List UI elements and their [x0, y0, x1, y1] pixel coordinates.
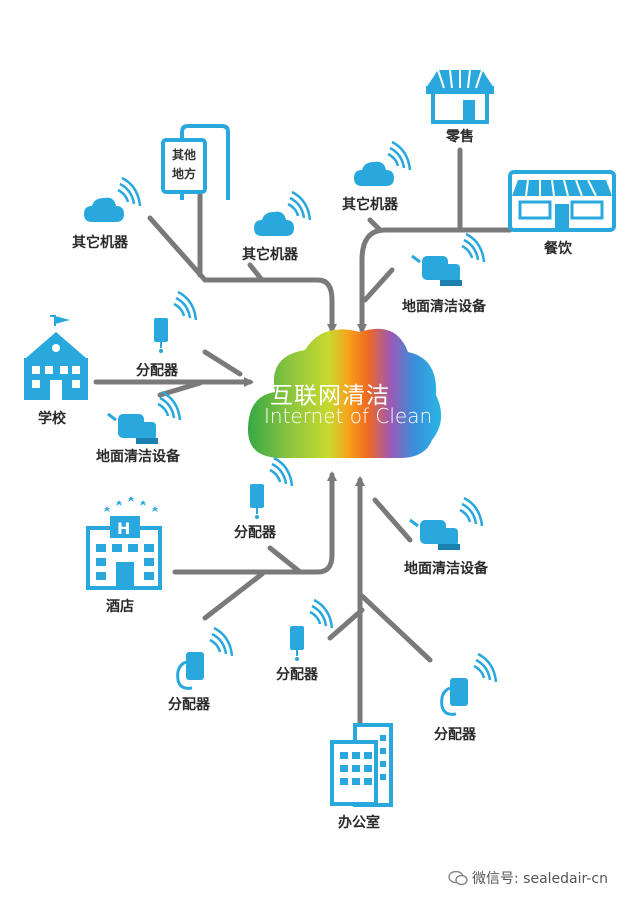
watermark: 微信号: sealedair-cn [448, 868, 608, 888]
hose-dispenser-icon [176, 626, 234, 690]
other-place-line2: 地方 [171, 167, 196, 181]
dispenser-mid-label: 分配器 [234, 525, 276, 541]
dispenser-left-label: 分配器 [136, 363, 178, 379]
connector-lines [93, 147, 513, 748]
dispenser-bottom-right-label: 分配器 [434, 727, 476, 743]
other-machine-left-label: 其它机器 [72, 235, 128, 251]
floor-cleaner-icon [107, 390, 182, 444]
hotel-icon: H [86, 496, 162, 590]
dispenser-icon [250, 456, 294, 519]
restaurant-label: 餐饮 [544, 241, 572, 257]
dispenser-icon [154, 290, 198, 353]
dispenser-bottom-left-label: 分配器 [168, 697, 210, 713]
restaurant-icon [508, 170, 616, 232]
school-label: 学校 [38, 411, 66, 427]
floor-cleaner-icon [411, 232, 486, 286]
other-place-sign-icon [161, 124, 230, 200]
hose-dispenser-icon [440, 652, 498, 716]
retail-shop-icon [426, 69, 494, 124]
office-building-icon [330, 723, 393, 807]
floor-cleaner-right-label: 地面清洁设备 [404, 561, 488, 577]
retail-label: 零售 [446, 129, 474, 145]
dispenser-bottom-mid-label: 分配器 [276, 667, 318, 683]
other-machine-mid-label: 其它机器 [242, 247, 298, 263]
office-label: 办公室 [338, 815, 380, 831]
dispenser-icon [290, 598, 334, 661]
cloud-subtitle: Internet of Clean [264, 404, 433, 428]
floor-cleaner-left-label: 地面清洁设备 [96, 449, 180, 465]
other-machine-right-label: 其它机器 [342, 197, 398, 213]
floor-cleaner-top-label: 地面清洁设备 [402, 299, 486, 315]
other-machine-cloud-icon [84, 176, 142, 222]
other-machine-cloud-icon [354, 140, 412, 186]
other-machine-cloud-icon [254, 190, 312, 236]
hotel-label: 酒店 [106, 599, 134, 615]
wechat-icon [448, 870, 468, 886]
other-place-sign-text: 其他 地方 [164, 146, 204, 184]
cloud-title: 互联网清洁 [270, 383, 390, 409]
school-icon [24, 315, 88, 400]
central-cloud [248, 328, 442, 458]
floor-cleaner-icon [409, 496, 484, 550]
other-place-line1: 其他 [171, 148, 196, 162]
svg-text:H: H [117, 519, 130, 538]
watermark-text: 微信号: sealedair-cn [472, 871, 608, 887]
